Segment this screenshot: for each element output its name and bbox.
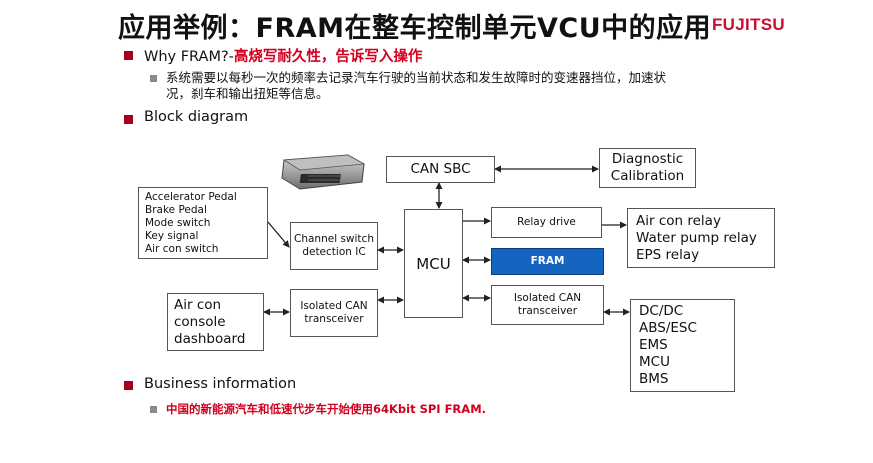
can-sbc-label: CAN SBC (410, 161, 471, 177)
aircon-console-label: dashboard (174, 331, 246, 347)
relay-item: EPS relay (636, 247, 700, 263)
ecu-item: MCU (639, 354, 670, 370)
isolated-can-label: Isolated CAN (513, 292, 582, 304)
aircon-console-box: Air con console dashboard (167, 293, 264, 351)
bullet-marker (124, 115, 133, 124)
block-diagram-heading: Block diagram (144, 109, 249, 125)
relay-item: Water pump relay (636, 230, 757, 246)
ecu-item: ABS/ESC (639, 320, 697, 336)
isolated-can-label: Isolated CAN (300, 300, 368, 312)
diagnostic-label: Diagnostic (611, 151, 684, 167)
aircon-console-label: Air con (174, 297, 222, 313)
ecu-item: DC/DC (639, 303, 684, 319)
input-signal-item: Air con switch (145, 243, 219, 255)
sub-bullet-marker (150, 406, 157, 413)
ecu-item: BMS (639, 371, 669, 387)
relay-item: Air con relay (636, 213, 721, 229)
input-signal-item: Mode switch (145, 217, 211, 229)
mcu-box: MCU (404, 209, 463, 318)
input-signal-item: Accelerator Pedal (145, 191, 237, 203)
bullet-marker (124, 381, 133, 390)
fujitsu-logo: FUJITSU (712, 15, 785, 34)
why-fram-detail-line-1: 系统需要以每秒一次的频率去记录汽车行驶的当前状态和发生故障时的变速器挡位，加速状 (166, 70, 667, 85)
why-fram-line: Why FRAM?-高烧写耐久性，告诉写入操作 (144, 45, 422, 66)
isolated-can-label: transceiver (517, 305, 578, 317)
why-fram-detail-line-2: 况，刹车和输出扭矩等信息。 (166, 86, 329, 101)
mcu-label: MCU (416, 254, 451, 273)
business-detail: 中国的新能源汽车和低速代步车开始使用64Kbit SPI FRAM. (166, 402, 487, 416)
relay-drive-label: Relay drive (517, 216, 576, 228)
can-sbc-box: CAN SBC (386, 156, 495, 183)
why-fram-detail: 系统需要以每秒一次的频率去记录汽车行驶的当前状态和发生故障时的变速器挡位，加速状… (166, 70, 666, 102)
relay-drive-box: Relay drive (491, 207, 602, 238)
why-fram-highlight: 高烧写耐久性，告诉写入操作 (233, 49, 423, 65)
diagnostic-box: Diagnostic Calibration (599, 148, 696, 188)
input-signals-box: Accelerator Pedal Brake Pedal Mode switc… (138, 187, 268, 259)
fram-label: FRAM (530, 255, 565, 267)
channel-switch-box: Channel switch detection IC (290, 222, 378, 270)
isolated-can-right-box: Isolated CAN transceiver (491, 285, 604, 325)
sub-bullet-marker (150, 75, 157, 82)
input-signal-item: Key signal (145, 230, 199, 242)
fram-box: FRAM (491, 248, 604, 275)
ecu-item: EMS (639, 337, 668, 353)
page-title: 应用举例：FRAM在整车控制单元VCU中的应用 (118, 13, 712, 44)
ecu-module-image (281, 154, 366, 190)
channel-switch-label: detection IC (302, 246, 366, 258)
isolated-can-label: transceiver (304, 313, 364, 325)
business-heading: Business information (144, 376, 297, 392)
bullet-marker (124, 51, 133, 60)
channel-switch-label: Channel switch (294, 233, 374, 245)
ecu-list-box: DC/DC ABS/ESC EMS MCU BMS (630, 299, 735, 392)
diagnostic-label: Calibration (610, 168, 685, 184)
input-signal-item: Brake Pedal (145, 204, 207, 216)
isolated-can-left-box: Isolated CAN transceiver (290, 289, 378, 337)
why-fram-label: Why FRAM?- (144, 49, 234, 65)
relays-box: Air con relay Water pump relay EPS relay (627, 208, 775, 268)
aircon-console-label: console (174, 314, 226, 330)
